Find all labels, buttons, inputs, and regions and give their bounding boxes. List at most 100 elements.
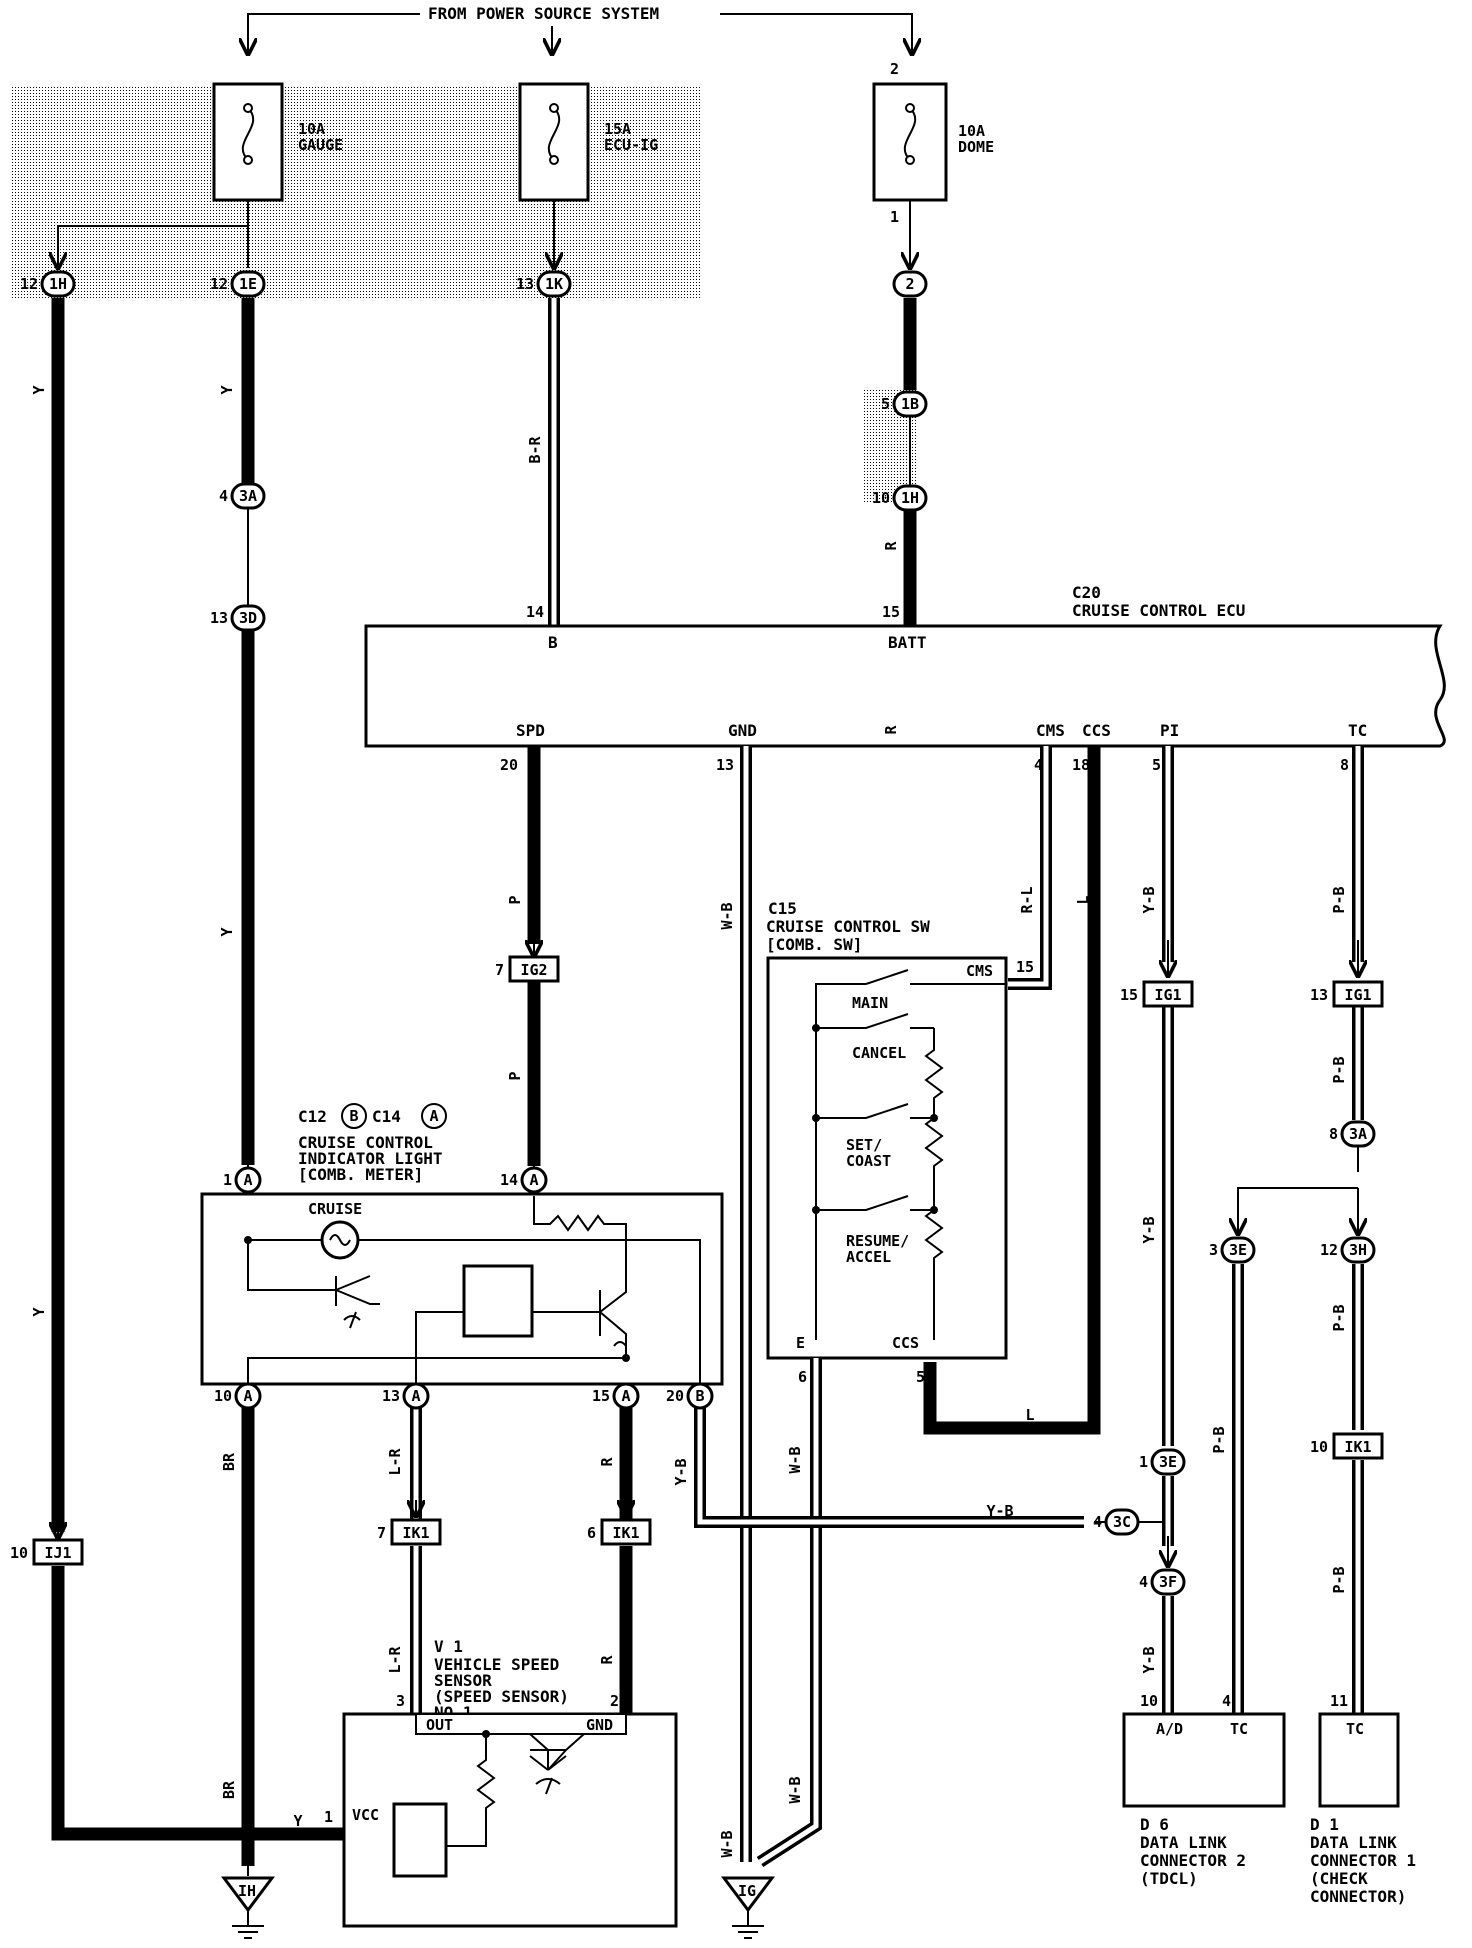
pin-label: 1 [223,1171,232,1189]
fuse-gauge: 10A GAUGE [212,82,343,202]
pin-label: 12 [20,275,38,293]
pin-label: 12 [1320,1241,1338,1259]
ic-block [462,1264,534,1338]
connector-id: IG1 [1154,986,1181,1004]
pin-label: 11 [1330,1692,1348,1710]
junction-j13: 3C4 [1093,1508,1140,1536]
junction-j4: 2 [892,270,928,298]
pin-label: 4 [1034,756,1043,774]
pin-label: 10 [1140,1692,1158,1710]
pin-label: 20 [500,756,518,774]
pin-label: 14 [500,1171,518,1189]
pin-letter: A [243,1387,252,1405]
ground-ig: IG [721,1876,775,1939]
pin-label: 15 [592,1387,610,1405]
wire-color-label: Y [293,1812,302,1830]
dlc1-name: CONNECTOR) [1310,1887,1406,1906]
sensor-out-label: OUT [426,1716,453,1734]
dlc1-tc-label: TC [1346,1720,1364,1738]
indicator-pin-p13: A13 [382,1382,430,1410]
pin-label: 13 [210,609,228,627]
pin-label: 1 [890,208,899,226]
cruise-control-switch: C15 CRUISE CONTROL SW [COMB. SW] CMS 15 … [766,899,1034,1386]
pin-label: 10 [872,489,890,507]
dlc2-name: CONNECTOR 2 [1140,1851,1246,1870]
indicator-pin-p15: A15 [592,1382,640,1410]
junction-j1: 1H 12 [20,270,76,298]
wire-color-label: L [1074,895,1092,904]
indicator-name: CRUISE CONTROL [298,1133,433,1152]
indicator-code: C12 [298,1107,327,1126]
pin-label: 4 [1222,1692,1231,1710]
wire-color-label: Y-B [1140,1216,1158,1243]
wire-color-label: P-B [1330,1304,1348,1331]
fuse-rating: 15A [604,120,631,138]
connector-id: IG1 [1344,986,1371,1004]
connector-id: IK1 [402,1524,429,1542]
connector-id: IG2 [520,961,547,979]
dlc2-name: (TDCL) [1140,1869,1198,1888]
connector-id: IK1 [1344,1438,1371,1456]
cruise-indicator-unit: C12 C14 CRUISE CONTROL INDICATOR LIGHT [… [200,1107,724,1386]
pin-label: 13 [516,275,534,293]
wire-color-label: R-L [1018,886,1036,913]
pin-label: 15 [1120,986,1138,1004]
wire-color-label: L [1025,1406,1034,1424]
switch-e-label: E [796,1334,805,1352]
pin-label: 5 [881,395,890,413]
ecu-terminal-spd: SPD [516,721,545,740]
wire-color-label: R [598,1457,616,1467]
pin-label: 15 [1016,958,1034,976]
junction-id: 2 [905,275,914,293]
ecu-terminal-b: B [548,633,558,652]
junction-id: 3C [1113,1513,1131,1531]
dlc1-name: CONNECTOR 1 [1310,1851,1416,1870]
wire-color-label: P [506,1071,524,1080]
wire-color-label: P [506,895,524,904]
junction-id: 1E [239,275,257,293]
pin-label: 8 [1329,1125,1338,1143]
dlc1-name: (CHECK [1310,1869,1368,1888]
junction-j9: 3A8 [1329,1120,1376,1148]
wire-color-label: L-R [386,1645,404,1673]
dlc2-ad-label: A/D [1156,1720,1183,1738]
pin-label: 13 [716,756,734,774]
indicator-pin-p20: B20 [666,1382,714,1410]
indicator-code2: C14 [372,1107,401,1126]
wire-color-label: P-B [1210,1426,1228,1453]
ecu-code: C20 [1072,583,1101,602]
indicator-pin-p1: A1 [223,1166,262,1194]
ground-label: IG [738,1882,756,1900]
junction-id: 3E [1229,1241,1247,1259]
pin-letter: B [695,1387,704,1405]
ground-ih: IH [221,1866,275,1939]
dlc2-code: D 6 [1140,1815,1169,1834]
ecu-terminal-cms: CMS [1036,721,1065,740]
pin-label: 14 [526,603,544,621]
pin-label: 2 [890,60,899,78]
sensor-gnd-label: GND [586,1716,613,1734]
switch-name: CRUISE CONTROL SW [766,917,930,936]
pin-label: 8 [1340,756,1349,774]
ground-label: IH [238,1882,256,1900]
junction-id: 1H [49,275,67,293]
wire-color-label: Y [30,1307,48,1316]
switch-position: SET/ [846,1136,882,1154]
junction-id: 3E [1159,1453,1177,1471]
junction-j14: 3F4 [1139,1568,1186,1596]
pin-label: 2 [610,1692,619,1710]
switch-code: C15 [768,899,797,918]
junction-id: 3F [1159,1573,1177,1591]
wire-color-label: R [882,725,900,735]
pin-label: 15 [882,603,900,621]
switch-position: COAST [846,1152,891,1170]
wire-color-label: Y-B [1140,1646,1158,1673]
